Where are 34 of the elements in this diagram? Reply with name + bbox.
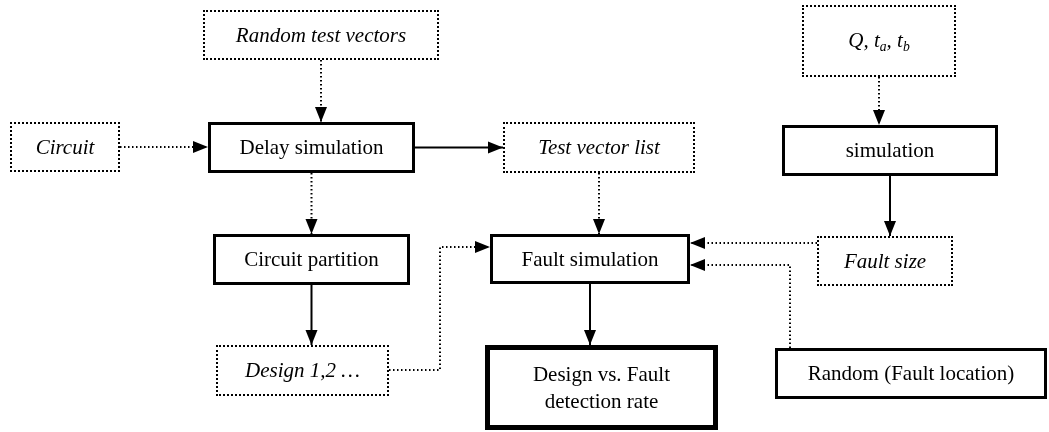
arrow (593, 172, 605, 235)
arrow (689, 259, 791, 349)
process-box (216, 345, 389, 396)
box-label: Fault size (843, 247, 927, 275)
box-label: simulation (845, 137, 935, 164)
arrow (315, 59, 327, 123)
box-label: Circuit (35, 133, 95, 161)
arrow (305, 284, 318, 346)
arrow (584, 283, 596, 346)
process-box (775, 348, 1047, 399)
arrow (305, 172, 318, 235)
process-box (485, 345, 718, 430)
process-box (213, 234, 410, 285)
process-box (503, 122, 695, 173)
process-box (782, 125, 998, 176)
process-box (802, 5, 956, 77)
box-label: Circuit partition (244, 246, 379, 273)
process-box (10, 122, 120, 172)
box-label: Fault simulation (521, 245, 659, 273)
box-label: Delay simulation (239, 134, 384, 161)
process-box (817, 236, 953, 286)
arrow (414, 141, 504, 154)
arrow (873, 76, 885, 126)
process-box (203, 10, 439, 60)
box-label: Design vs. Fault detection rate (531, 361, 672, 414)
arrow (884, 175, 896, 237)
process-box (490, 234, 690, 284)
box-label: Design 1,2 … (245, 357, 360, 384)
box-label: Q, t$_{a}$, t$_{b}$ (848, 26, 910, 56)
arrow (689, 237, 818, 249)
process-box (208, 122, 415, 173)
box-label: Random (Fault location) (807, 360, 1015, 387)
box-label: Test vector list (538, 134, 660, 161)
box-label: Random test vectors (235, 21, 407, 49)
